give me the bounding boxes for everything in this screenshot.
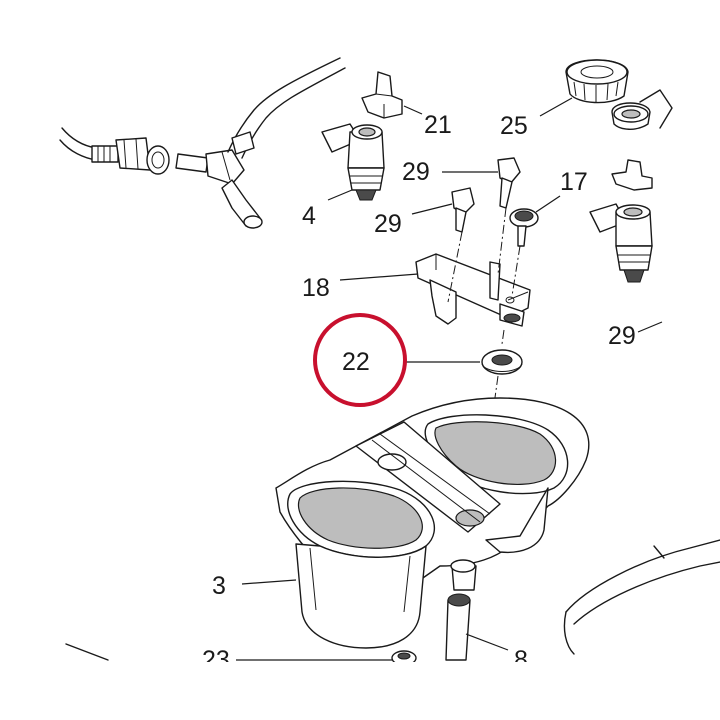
callout-21: 21: [424, 111, 452, 139]
callout-18: 18: [302, 274, 330, 302]
screw-17: [509, 208, 539, 247]
clip-21: [361, 71, 403, 119]
callout-22: 22: [342, 348, 370, 376]
callout-29-right: 29: [608, 322, 636, 350]
clip-29-left: [451, 187, 475, 233]
fuel-cup-base-3: [275, 397, 590, 666]
bottom-crop: [0, 662, 720, 720]
adjacent-housing: [563, 539, 720, 655]
callout-17: 17: [560, 168, 588, 196]
washer-22: [481, 349, 523, 375]
right-edge-parts: [589, 89, 673, 283]
cap-25: [565, 59, 629, 104]
edge-line: [65, 643, 109, 661]
callout-29-left: 29: [374, 210, 402, 238]
fuel-hose-assembly: [59, 57, 346, 229]
highlight-circle: [313, 313, 407, 407]
callout-3: 3: [212, 572, 226, 600]
callout-4: 4: [302, 202, 316, 230]
callout-29-top: 29: [402, 158, 430, 186]
clip-29-top: [497, 157, 521, 209]
fuel-injector-4: [321, 123, 385, 201]
callout-25: 25: [500, 112, 528, 140]
fuel-rail-bracket-18: [415, 253, 531, 327]
